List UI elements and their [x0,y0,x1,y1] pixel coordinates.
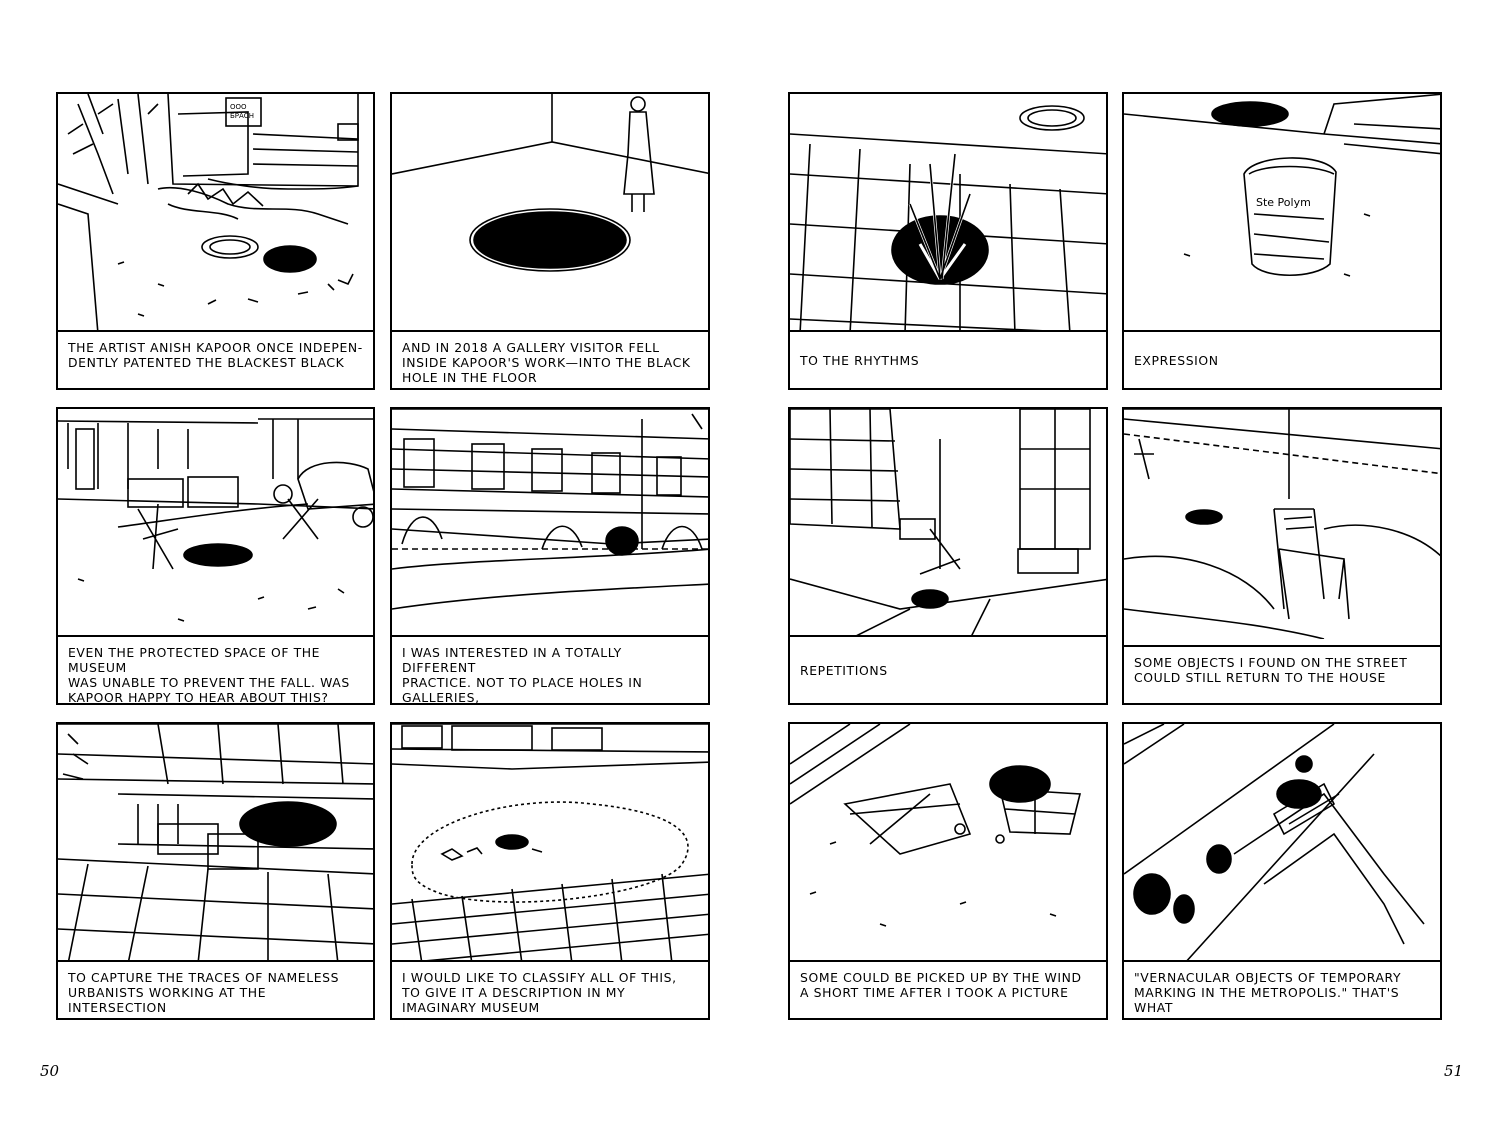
paved-square-illustration [392,724,708,964]
caption: I would like to classify all of this, to… [392,960,708,1018]
manhole-cover-icon [201,235,259,259]
panel-r4: Some objects I found on the street could… [1122,407,1442,705]
bag-hole-illustration: Ste Polym [1124,94,1440,277]
page-number: 51 [1444,1062,1464,1080]
caption: To the rhythms [790,330,1106,388]
panel-l6: I would like to classify all of this, to… [390,722,710,1020]
hole-icon [891,215,989,285]
panel-l5: To capture the traces of nameless urbani… [56,722,375,1020]
grate-hole-illustration [58,724,373,964]
panel-r6: "Vernacular objects of temporary marking… [1122,722,1442,1020]
car-wheel [273,484,293,504]
caption: And in 2018 a gallery visitor fell insid… [392,330,708,388]
hole-icon [1211,101,1289,127]
panel-l2: And in 2018 a gallery visitor fell insid… [390,92,710,390]
hole-icon [989,765,1051,803]
bag [1243,157,1337,277]
caption: Some could be picked up by the wind a sh… [790,960,1106,1018]
caption: To capture the traces of nameless urbani… [58,960,373,1018]
caption: Even the protected space of the museum w… [58,635,373,703]
hole-icon [263,245,317,273]
hole-icon [1206,844,1232,874]
panel-r5: Some could be picked up by the wind a sh… [788,722,1108,1020]
caption: Repetitions [790,635,1106,703]
hole-icon [1185,509,1223,525]
caption: Expression [1124,330,1440,388]
hole-icon [1276,779,1322,809]
caption: "Vernacular objects of temporary marking… [1124,960,1440,1018]
hole-icon [1173,894,1195,924]
visitor-figure [623,111,655,195]
hole-icon [183,543,253,567]
panel-r2: Ste Polym Expression [1122,92,1442,390]
caption: The artist Anish Kapoor once indepen- de… [58,330,373,388]
barrier-hole-illustration [58,418,373,622]
visitor-head [630,96,646,112]
page-number: 50 [40,1062,60,1080]
gallery-hole-illustration [392,94,708,272]
chair [1273,508,1350,620]
cobblestone-hole-illustration [790,105,1106,334]
hole-icon [239,801,337,847]
flattened-boxes-illustration [790,724,1082,927]
hole-icon [1133,873,1171,915]
panel-r1: To the rhythms [788,92,1108,390]
caption: I was interested in a totally different … [392,635,708,703]
hole-icon [495,834,529,850]
panel-r3: Repetitions [788,407,1108,705]
crossing-path-illustration [1124,724,1425,964]
panel-l4: I was interested in a totally different … [390,407,710,705]
building-facade-illustration [392,409,708,610]
gallery-hole-icon [473,211,627,269]
doorway-hole-illustration [790,409,1106,639]
hole-icon [1295,755,1313,773]
caption: Some objects I found on the street could… [1124,645,1440,703]
flattened-box-left [843,783,972,855]
panel-l3: Even the protected space of the museum w… [56,407,375,705]
manhole-cover-icon [1019,105,1085,131]
hole-icon [605,526,639,556]
bag-label: Ste Polym [1256,196,1311,209]
chair-hole-illustration [1124,409,1440,639]
